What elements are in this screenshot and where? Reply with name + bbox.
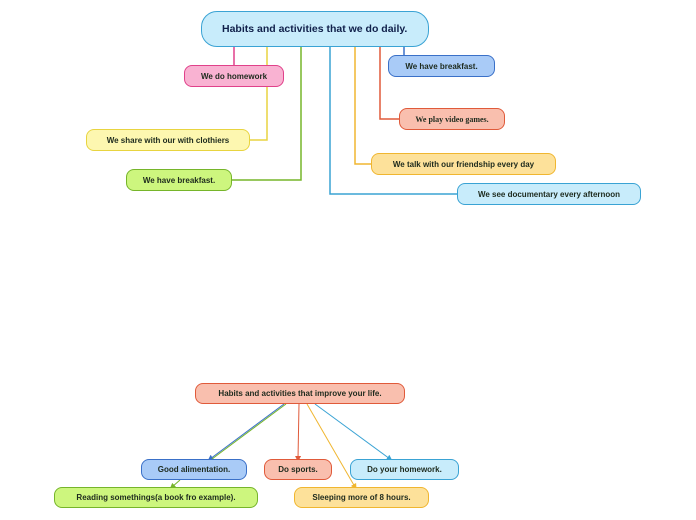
link-video-games [379,47,399,120]
central-topic-daily-habits[interactable]: Habits and activities that we do daily. [201,11,429,47]
central-topic-label: Habits and activities that we do daily. [222,23,408,35]
topic-breakfast-left[interactable]: We have breakfast. [126,169,232,191]
topic-do-sports[interactable]: Do sports. [264,459,332,480]
central-topic-improve-life[interactable]: Habits and activities that improve your … [195,383,405,404]
link-sports [295,403,302,462]
topic-video-games[interactable]: We play video games. [399,108,505,130]
link-share [250,47,268,141]
topic-breakfast-right[interactable]: We have breakfast. [388,55,495,77]
link-reading [169,479,181,489]
topic-share-clothes[interactable]: We share with our with clothiers [86,129,250,151]
link-talk [354,47,371,165]
topic-do-your-homework[interactable]: Do your homework. [350,459,459,480]
topic-homework[interactable]: We do homework [184,65,284,87]
link-sleeping [306,403,357,490]
link-your-homework [314,403,393,461]
link-breakfast-left [232,47,302,181]
link-alimentation [207,403,285,461]
subtopic-reading[interactable]: Reading somethings(a book fro example). [54,487,258,508]
topic-talk-friends[interactable]: We talk with our friendship every day [371,153,556,175]
link-alimentation-2 [211,403,287,460]
topic-good-alimentation[interactable]: Good alimentation. [141,459,247,480]
link-documentary [329,47,457,195]
topic-documentary[interactable]: We see documentary every afternoon [457,183,641,205]
topic-sleeping[interactable]: Sleeping more of 8 hours. [294,487,429,508]
